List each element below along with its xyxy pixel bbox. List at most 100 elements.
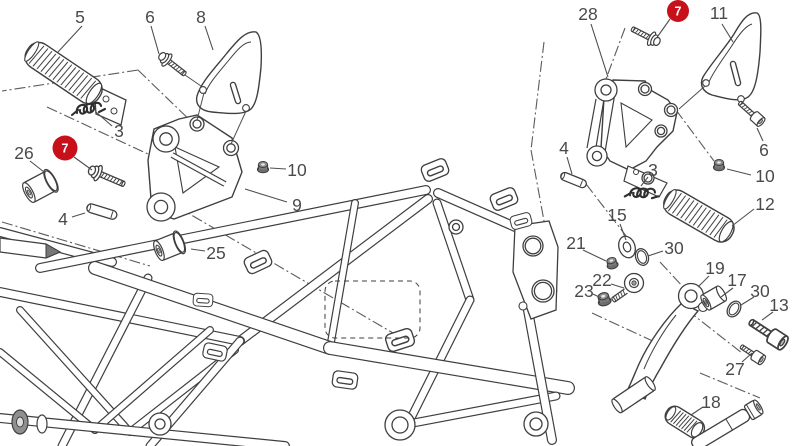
callout-23: 23 [574, 281, 593, 301]
callout-17-leader [720, 287, 734, 298]
callout-28: 28 [578, 4, 597, 24]
callout-13-leader [761, 311, 774, 321]
pivot-axle-bolt [691, 399, 764, 446]
frame-bushing-end [11, 409, 48, 435]
callout-30-leader [647, 250, 664, 257]
callout-7-leader [73, 156, 93, 171]
callout-30: 30 [664, 238, 684, 258]
svg-text:22: 22 [592, 270, 611, 290]
callout-21: 21 [566, 233, 585, 253]
footpeg-hinge-5 [93, 83, 127, 126]
spacer-bushing-26 [22, 168, 59, 204]
callout-19-leader [697, 275, 710, 288]
gear-shift-lever-19 [611, 282, 709, 414]
callout-4: 4 [559, 138, 569, 158]
callout-8: 8 [196, 7, 206, 27]
svg-text:4: 4 [58, 209, 68, 229]
footpeg-12 [663, 189, 735, 243]
svg-text:30: 30 [750, 281, 770, 301]
screw-6-right [737, 100, 766, 127]
callout-7-badge[interactable]: 7 [52, 135, 78, 161]
callout-3: 3 [114, 121, 124, 141]
snap-ring-30a [634, 248, 650, 266]
rear-mount-plate [512, 220, 559, 320]
footpeg-bracket-rear [586, 78, 679, 198]
lever-rubber-18 [664, 405, 706, 439]
callout-10: 10 [755, 166, 775, 186]
callout-23-leader [592, 293, 602, 299]
dowel-pin-4-right [560, 171, 587, 189]
svg-text:15: 15 [607, 205, 626, 225]
callout-5-leader [57, 25, 83, 53]
callout-25: 25 [206, 243, 225, 263]
svg-text:9: 9 [292, 195, 302, 215]
assembly-lines [184, 74, 706, 145]
return-spring-3-right [623, 187, 660, 200]
callout-11: 11 [710, 3, 728, 23]
svg-text:12: 12 [755, 194, 774, 214]
svg-text:30: 30 [664, 238, 684, 258]
callout-8-leader [204, 25, 214, 51]
screw-7-right [630, 26, 661, 47]
dowel-pin-4-left [86, 203, 118, 220]
svg-text:7: 7 [675, 5, 682, 19]
callout-4-leader [71, 212, 86, 218]
svg-text:6: 6 [759, 140, 769, 160]
svg-text:7: 7 [62, 142, 69, 156]
nut-21 [606, 256, 619, 270]
callout-25-leader [190, 248, 206, 252]
flanged-nut-10-left [256, 161, 270, 174]
nut-23 [597, 292, 612, 307]
heel-guard-8 [195, 31, 263, 115]
callout-7-badge[interactable]: 7 [667, 0, 689, 22]
callout-10-leader [269, 167, 287, 170]
svg-text:4: 4 [559, 138, 569, 158]
svg-text:13: 13 [769, 295, 788, 315]
callout-9-leader [244, 188, 288, 203]
callout-10-leader [726, 168, 752, 176]
callout-6: 6 [145, 7, 155, 27]
callout-3: 3 [648, 160, 658, 180]
callout-13: 13 [769, 295, 788, 315]
callout-15-leader [619, 223, 627, 241]
screw-6-left [158, 51, 187, 77]
callout-12-leader [731, 208, 755, 227]
callout-4: 4 [58, 209, 68, 229]
callout-30-leader [740, 296, 755, 306]
callout-7-leader [657, 18, 671, 37]
footpeg-5 [24, 41, 103, 105]
callout-5: 5 [75, 7, 85, 27]
callout-12: 12 [755, 194, 774, 214]
callout-15: 15 [607, 205, 626, 225]
svg-text:28: 28 [578, 4, 597, 24]
callout-22: 22 [592, 270, 611, 290]
washer-15 [618, 235, 636, 259]
svg-text:3: 3 [114, 121, 124, 141]
screw-7-left [87, 164, 126, 187]
screw-27 [739, 344, 767, 366]
svg-text:11: 11 [710, 3, 728, 23]
flanged-nut-10-right [712, 159, 726, 172]
callout-9: 9 [292, 195, 302, 215]
svg-text:3: 3 [648, 160, 658, 180]
footpeg-bracket-9 [146, 114, 243, 222]
svg-text:10: 10 [755, 166, 775, 186]
svg-text:5: 5 [75, 7, 85, 27]
callout-6: 6 [759, 140, 769, 160]
svg-text:10: 10 [287, 160, 307, 180]
svg-text:8: 8 [196, 7, 206, 27]
frame [0, 158, 575, 446]
callout-11-leader [721, 23, 734, 43]
callout-27: 27 [725, 359, 744, 379]
svg-text:23: 23 [574, 281, 593, 301]
callout-18-leader [690, 406, 704, 416]
svg-text:17: 17 [727, 270, 746, 290]
callout-19: 19 [705, 258, 724, 278]
heel-guard-11 [700, 12, 762, 103]
svg-text:25: 25 [206, 243, 225, 263]
spacer-bushing-25 [153, 230, 187, 262]
callout-6-leader [756, 127, 764, 142]
callout-18: 18 [701, 392, 720, 412]
